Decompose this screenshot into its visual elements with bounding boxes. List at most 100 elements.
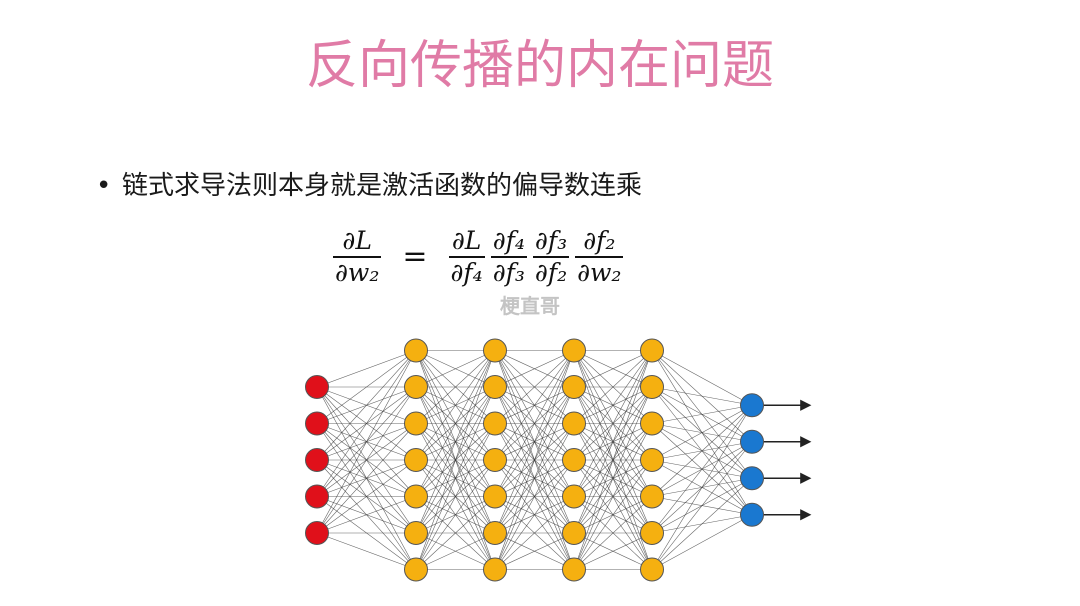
network-edge [316,350,417,461]
network-edge [651,441,753,570]
network-edge [651,350,753,406]
hidden-node [640,411,664,436]
hidden-node [640,448,664,472]
rhs-numerator: ∂L [451,226,482,255]
input-node [305,448,329,472]
rhs-fraction-2: ∂f₄ ∂f₃ [490,226,527,288]
slide-title: 反向传播的内在问题 [305,36,774,96]
output-node [740,502,764,527]
network-edge [651,405,753,570]
network-edge [573,350,653,424]
network-edge [415,350,496,534]
hidden-node [640,557,664,582]
network-edge [651,405,753,497]
rhs-numerator: ∂f₃ [534,226,568,255]
hidden-node [562,411,586,436]
rhs-fraction-1: ∂L ∂f₄ [448,226,485,288]
network-edge [573,350,653,570]
lhs-denominator: ∂w₂ [335,257,380,287]
network-edge [415,532,496,570]
rhs-fraction-3: ∂f₃ ∂f₂ [532,226,570,288]
hidden-node [483,521,507,545]
rhs-denominator: ∂f₄ [450,257,483,287]
network-edge [415,350,496,461]
hidden-node [483,484,507,509]
hidden-node [640,521,664,545]
hidden-node [562,557,586,582]
network-edge [316,350,417,497]
network-edge [651,514,753,570]
input-node [305,375,329,399]
hidden-node [483,448,507,472]
network-edge [651,405,753,534]
hidden-node [483,375,507,399]
network-edge [494,459,575,570]
network-edge [316,350,417,534]
network-edge [573,386,653,570]
network-edge [494,423,575,570]
equals-sign: = [402,239,428,275]
network-edge [573,496,653,570]
hidden-node [483,338,507,363]
network-edge [494,532,575,570]
watermark-text: 梗直哥 [500,294,560,318]
hidden-node [404,338,428,363]
network-edge [316,386,417,534]
hidden-node [640,375,664,399]
network-edge [573,350,653,388]
rhs-denominator: ∂w₂ [577,257,622,287]
network-edge [316,350,417,424]
network-edge [415,386,496,570]
output-node [740,429,764,454]
rhs-numerator: ∂f₂ [583,226,616,255]
network-edge [573,423,653,570]
network-edge [573,350,653,461]
hidden-node [483,557,507,582]
network-edge [316,532,417,570]
network-edge [415,423,496,570]
network-edge [651,386,753,406]
lhs-fraction: ∂L ∂w₂ [333,226,382,288]
hidden-node [404,411,428,436]
rhs-numerator: ∂f₄ [492,226,525,255]
rhs-denominator: ∂f₂ [534,257,568,287]
hidden-node [640,338,664,363]
hidden-node [404,448,428,472]
network-edge [651,404,753,461]
input-node [305,484,329,509]
bullet-item: •链式求导法则本身就是激活函数的偏导数连乘 [96,171,642,202]
network-edge [316,350,417,388]
network-edge [651,478,753,570]
network-edge [494,350,575,570]
fraction-bar [448,256,485,258]
network-edge [651,404,753,424]
hidden-node [562,375,586,399]
fraction-bar [333,256,382,258]
bullet-marker: • [96,171,112,201]
hidden-node [404,375,428,399]
input-node [305,411,329,436]
network-edge [316,423,417,534]
network-edge [494,350,575,461]
network-edge [573,459,653,570]
network-edge [573,350,653,534]
network-edge [415,350,496,424]
rhs-fraction-4: ∂f₂ ∂w₂ [575,226,624,288]
chain-rule-formula: ∂L ∂w₂ = ∂L ∂f₄ ∂f₄ ∂f₃ ∂f₃ ∂f₂ ∂f₂ ∂w₂ [330,226,626,288]
network-edge [494,350,575,497]
hidden-node [562,448,586,472]
network-edge [415,350,496,570]
network-edge [415,459,496,570]
hidden-node [404,521,428,545]
hidden-node [483,411,507,436]
network-edges [316,350,753,570]
hidden-node [562,338,586,363]
fraction-bar [575,256,624,258]
network-edge [415,350,496,497]
network-edge [573,532,653,570]
input-node [305,521,329,545]
hidden-node [404,557,428,582]
network-edge [573,350,653,497]
rhs-denominator: ∂f₃ [492,257,525,287]
network-edge [316,496,417,534]
